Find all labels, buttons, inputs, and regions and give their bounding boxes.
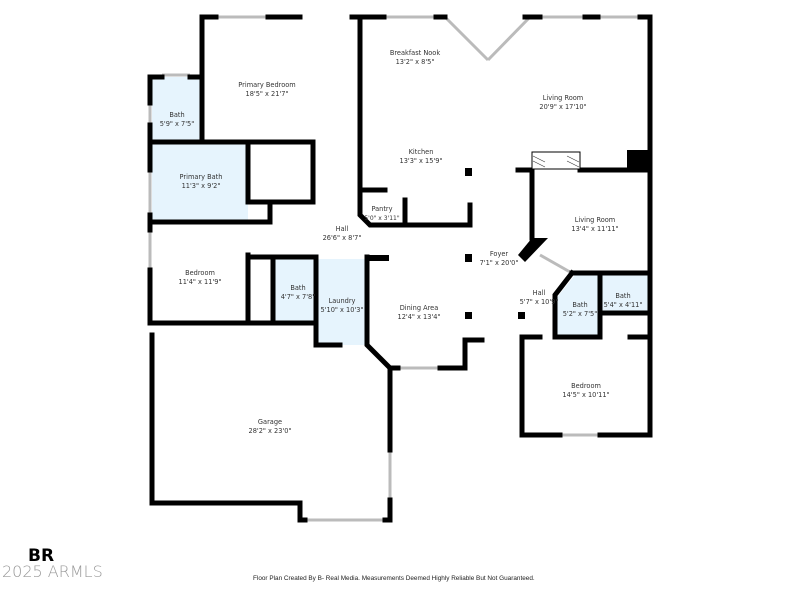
room-name: Primary Bedroom [238,81,295,89]
disclaimer: Floor Plan Created By B- Real Media. Mea… [253,575,535,582]
room-name: Bedroom [185,269,215,277]
room-size: 5'4" x 4'11" [604,301,643,309]
windows [148,15,652,522]
br-logo: BR [28,546,55,566]
room-name: Foyer [490,250,509,258]
room-name: Bath [615,292,630,300]
room-name: Dining Area [400,304,439,312]
room-size: 26'6" x 8'7" [323,234,362,242]
room-name: Breakfast Nook [390,49,440,57]
room-size: 11'4" x 11'9" [179,278,222,286]
room-name: Hall [336,225,349,233]
bath-fill-2 [555,275,600,337]
room-size: 13'2" x 8'5" [396,58,435,66]
room-size: 5'10" x 10'3" [321,306,364,314]
hall-bath-fill [275,259,316,323]
room-size: 5'0" x 3'11" [364,215,400,222]
primary-bath-fill [152,144,248,222]
room-size: 13'3" x 15'9" [400,157,443,165]
room-size: 7'1" x 20'0" [480,259,519,267]
room-labels: Primary Bedroom 18'5" x 21'7" Bath 5'9" … [160,49,643,435]
room-size: 20'9" x 17'10" [539,103,586,111]
room-size: 5'2" x 7'5" [563,310,598,318]
room-name: Bath [290,284,305,292]
room-name: Bath [169,111,184,119]
room-size: 11'3" x 9'2" [182,182,221,190]
bath-fill-3 [600,273,648,313]
room-name: Garage [258,418,282,426]
room-name: Primary Bath [180,173,223,181]
room-name: Laundry [329,297,356,305]
room-name: Bath [572,301,587,309]
bath-fill [152,77,202,142]
room-size: 12'4" x 13'4" [398,313,441,321]
room-size: 14'5" x 10'11" [562,391,609,399]
room-size: 28'2" x 23'0" [249,427,292,435]
room-name: Bedroom [571,382,601,390]
room-size: 18'5" x 21'7" [246,90,289,98]
room-size: 4'7" x 7'8" [281,293,316,301]
laundry-fill [318,259,367,345]
room-size: 5'9" x 7'5" [160,120,195,128]
room-name: Pantry [371,205,392,213]
watermark: 2025 ARMLS [2,562,103,581]
room-size: 13'4" x 11'11" [571,225,618,233]
walls [147,14,653,523]
room-size: 5'7" x 10'9" [520,298,559,306]
room-name: Kitchen [409,148,434,156]
room-name: Hall [533,289,546,297]
room-name: Living Room [575,216,615,224]
room-name: Living Room [543,94,583,102]
